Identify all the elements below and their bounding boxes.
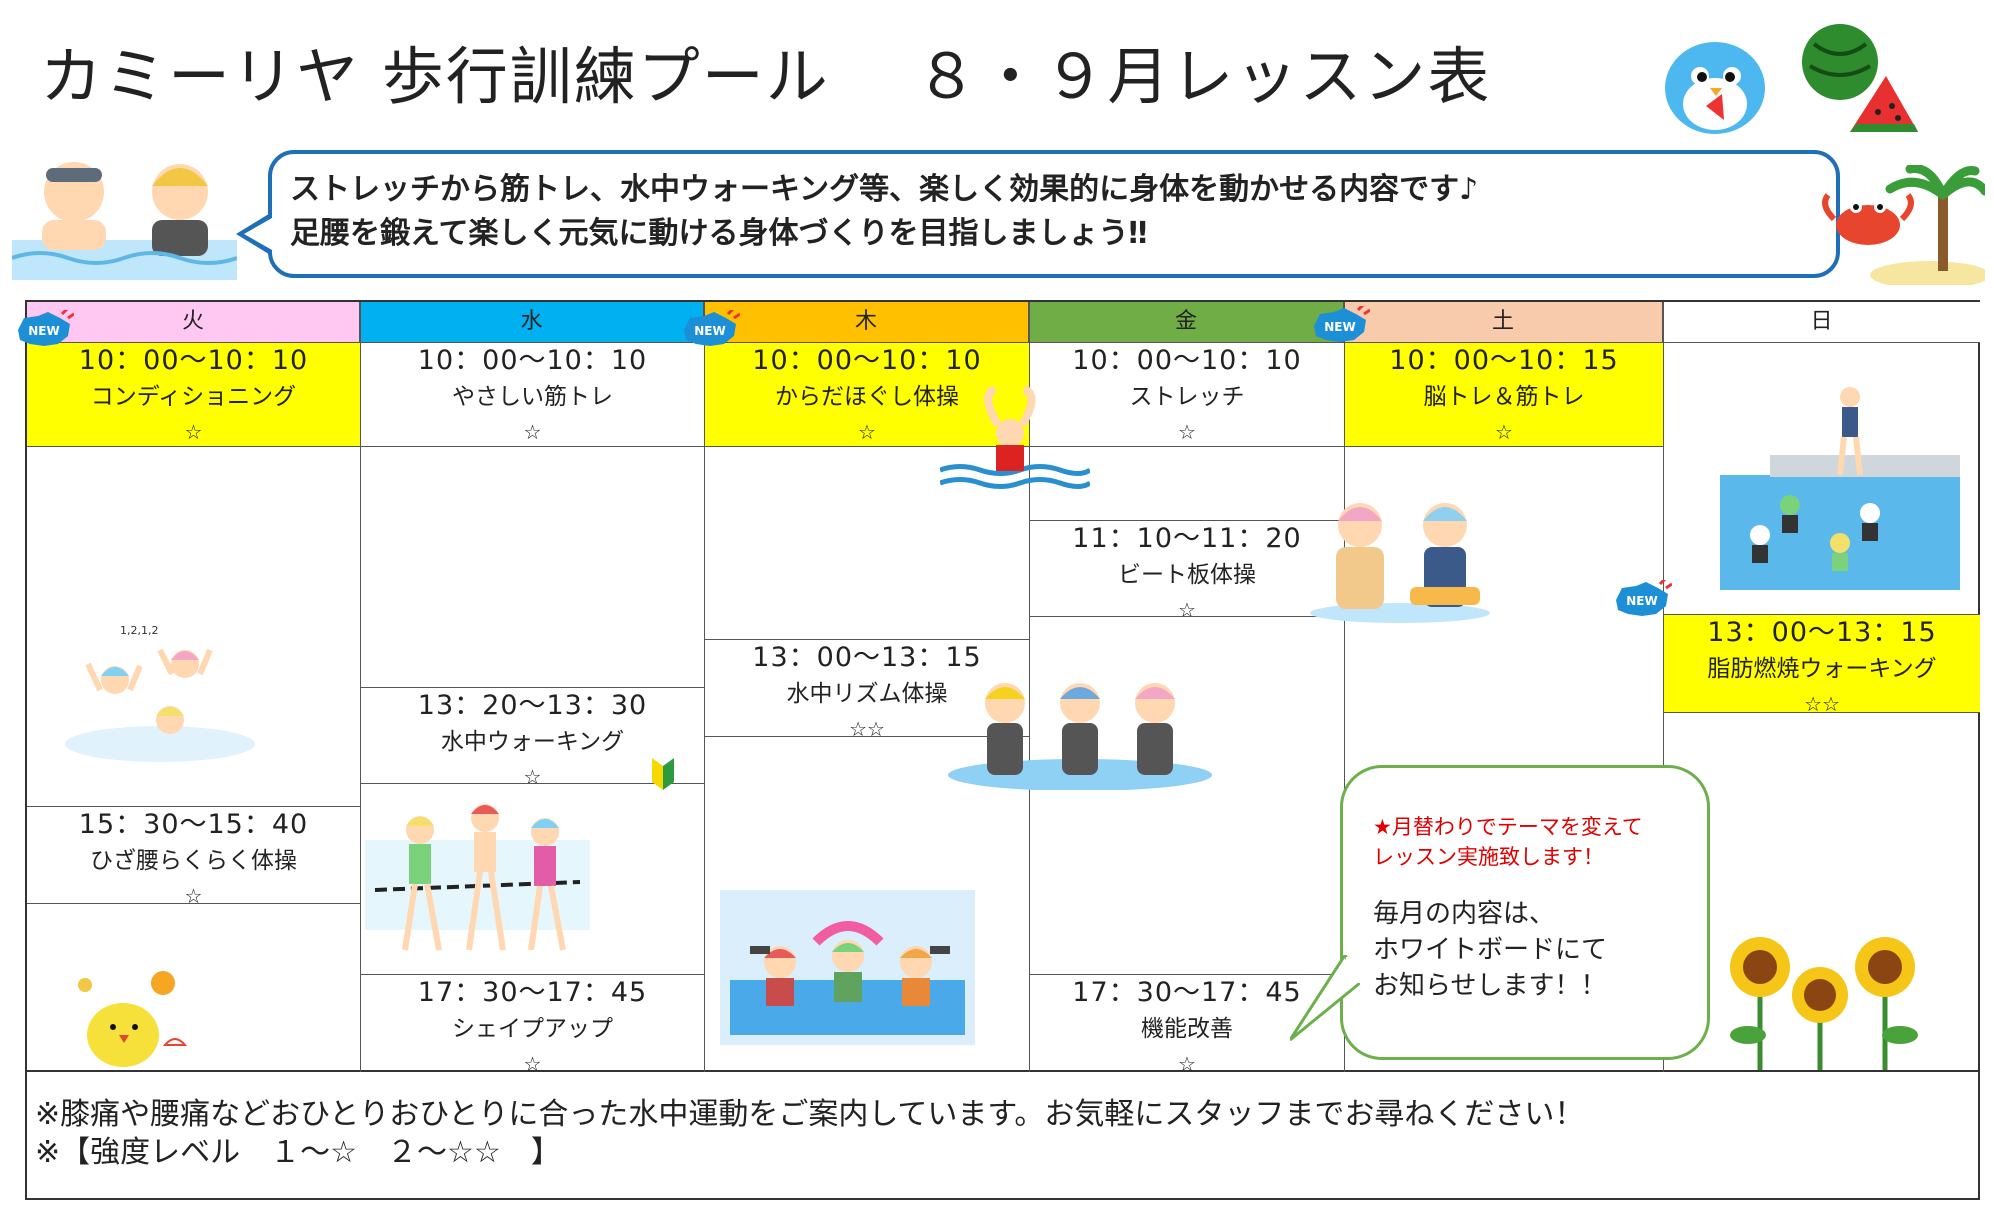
kickboard-swimmers-icon <box>1310 503 1490 623</box>
new-badge-tue: NEW <box>18 310 74 346</box>
svg-text:NEW: NEW <box>1626 594 1657 608</box>
lesson-sun-fat-burn: 13：00〜13：15 脂肪燃焼ウォーキング ☆☆ <box>1664 615 1980 716</box>
page-title: カミーリヤ 歩行訓練プール ８・９月レッスン表 <box>40 40 1492 113</box>
footer-line-1: ※膝痛や腰痛などおひとりおひとりに合った水中運動をご案内しています。お気軽にスタ… <box>35 1097 1585 1132</box>
watermelon-icon <box>1802 24 1918 132</box>
stretch-swimmer-icon <box>940 385 1090 489</box>
day-header-tue: 火 <box>27 302 360 342</box>
intro-bubble: ストレッチから筋トレ、水中ウォーキング等、楽しく効果的に身体を動かせる内容です♪… <box>268 150 1840 278</box>
day-header-sun: 日 <box>1663 302 1980 342</box>
crab-palm-icon <box>1822 165 1985 285</box>
lesson-fri-stretch: 10：00〜10：10 ストレッチ ☆ <box>1072 345 1302 444</box>
lesson-fri-function: 17：30〜17：45 機能改善 ☆ <box>1072 977 1302 1076</box>
footer-notes: ※膝痛や腰痛などおひとりおひとりに合った水中運動をご案内しています。お気軽にスタ… <box>25 1072 1980 1200</box>
penguin-icon <box>1665 42 1765 134</box>
svg-text:1,2,1,2: 1,2,1,2 <box>120 624 158 637</box>
note-red-line-1: ★月替わりでテーマを変えて <box>1373 815 1643 839</box>
day-header-wed: 水 <box>360 302 704 342</box>
note-line-2: ホワイトボードにて <box>1373 935 1608 965</box>
lesson-wed-water-walking: 13：20〜13：30 水中ウォーキング ☆ <box>417 690 648 789</box>
lesson-thu-body-loosening: 10：00〜10：10 からだほぐし体操 ☆ <box>705 343 1029 446</box>
svg-text:NEW: NEW <box>1324 320 1355 334</box>
lesson-thu-rhythm: 13：00〜13：15 水中リズム体操 ☆☆ <box>752 642 982 741</box>
lesson-wed-easy-strength: 10：00〜10：10 やさしい筋トレ ☆ <box>417 345 648 444</box>
intro-line-1: ストレッチから筋トレ、水中ウォーキング等、楽しく効果的に身体を動かせる内容です♪ <box>290 172 1479 207</box>
svg-text:NEW: NEW <box>28 324 59 338</box>
aqua-march-icon <box>365 804 590 951</box>
lesson-wed-shape-up: 17：30〜17：45 シェイプアップ ☆ <box>417 977 648 1076</box>
lesson-tue-knee-back: 15：30〜15：40 ひざ腰らくらく体操 ☆ <box>78 809 309 908</box>
monthly-note: ★月替わりでテーマを変えて レッスン実施致します！ 毎月の内容は、 ホワイトボー… <box>1340 765 1710 1060</box>
dumbbell-group-icon <box>720 890 975 1045</box>
sunflower-icon <box>1730 937 1918 1070</box>
lesson-timetable: 火 水 木 金 土 日 10：00〜10：10 コンディショニング ☆ 15：3… <box>25 300 1980 1076</box>
note-bubble-tail <box>1290 955 1360 1042</box>
beginner-mark-icon <box>652 758 674 790</box>
swimmers-icon <box>12 162 237 280</box>
pool-group-icon <box>1720 387 1960 590</box>
note-line-3: お知らせします！！ <box>1373 971 1607 1001</box>
lesson-fri-kickboard: 11：10〜11：20 ビート板体操 ☆ <box>1072 523 1302 622</box>
svg-text:NEW: NEW <box>694 324 725 338</box>
chick-icon <box>78 971 188 1067</box>
new-badge-thu: NEW <box>684 310 740 346</box>
footer-line-2: ※【強度レベル １〜☆ ２〜☆☆ 】 <box>35 1135 561 1170</box>
water-walkers-icon <box>948 683 1212 790</box>
cheering-swimmers-icon: 1,2,1,2 <box>65 624 255 762</box>
note-line-1: 毎月の内容は、 <box>1373 899 1556 929</box>
lesson-sat-brain-strength: 10：00〜10：15 脳トレ＆筋トレ ☆ <box>1345 343 1663 446</box>
new-badge-sun: NEW <box>1616 580 1672 616</box>
day-header-sat: 土 <box>1344 302 1663 342</box>
note-red-line-2: レッスン実施致します！ <box>1373 845 1604 869</box>
lesson-tue-conditioning: 10：00〜10：10 コンディショニング ☆ <box>27 343 360 446</box>
new-badge-sat: NEW <box>1314 306 1370 342</box>
intro-line-2: 足腰を鍛えて楽しく元気に動ける身体づくりを目指しましょう‼ <box>290 216 1148 251</box>
day-header-thu: 木 <box>704 302 1029 342</box>
day-header-fri: 金 <box>1029 302 1344 342</box>
